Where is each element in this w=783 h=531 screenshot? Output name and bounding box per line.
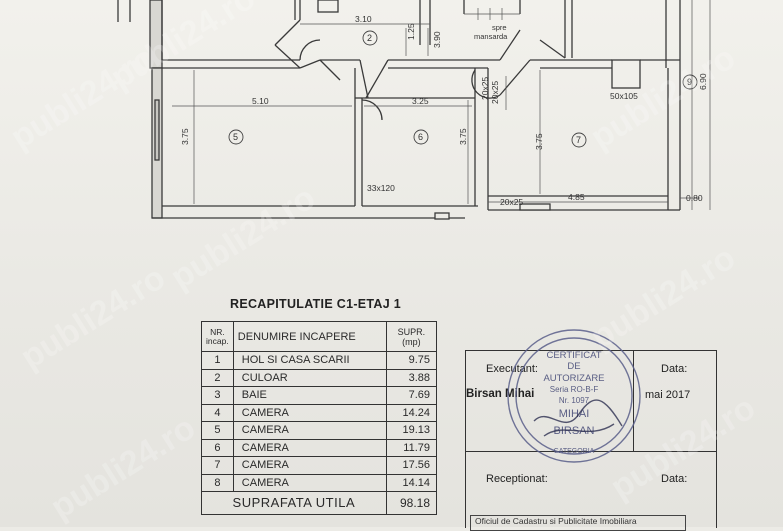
row-name: HOL SI CASA SCARII [232, 351, 387, 370]
row-nr: 4 [201, 403, 234, 422]
row-nr: 6 [201, 438, 234, 457]
stamp-line2: DE [567, 361, 580, 372]
row-nr: 8 [201, 473, 234, 492]
stamp-line4: Seria RO-B-F [550, 385, 599, 394]
row-nr: 7 [201, 456, 234, 475]
plan-dimension-lines [172, 0, 711, 210]
watermark-text-7: publi24.ro [44, 408, 202, 526]
row-area: 14.14 [385, 473, 438, 492]
table-row: 8 CAMERA 14.14 [201, 473, 438, 492]
row-area: 14.24 [385, 403, 438, 422]
row-nr: 5 [201, 421, 234, 440]
row-area: 11.79 [385, 438, 438, 457]
room-number-2: 2 [367, 33, 372, 43]
signature-scribble [533, 399, 623, 437]
row-nr: 3 [201, 386, 234, 405]
table-row: 7 CAMERA 17.56 [201, 456, 438, 475]
table-row: 3 BAIE 7.69 [201, 386, 438, 405]
row-name: CAMERA [232, 403, 387, 422]
dim-50x105: 50x105 [610, 91, 638, 101]
row-area: 19.13 [385, 421, 438, 440]
data-value: mai 2017 [645, 389, 691, 401]
room-number-7: 7 [576, 135, 581, 145]
dim-1-25: 1.25 [406, 23, 416, 40]
dim-20x25-c: 20x25 [480, 77, 490, 100]
room-number-6: 6 [418, 132, 423, 142]
row-name: CAMERA [232, 421, 387, 440]
dim-20x25-a: 20x25 [490, 81, 500, 104]
stamp-line6: MIHAI [559, 408, 590, 420]
office-caption: Oficiul de Cadastru si Publicitate Imobi… [470, 515, 686, 531]
stamp-line5: Nr. 1097 [559, 396, 590, 405]
room-number-9: 9 [687, 77, 692, 87]
dim-0-80: 0.80 [686, 193, 703, 203]
stamp-line1: CERTIFICAT [546, 350, 601, 361]
data2-label: Data: [661, 473, 688, 485]
executant-name: Birsan Mihai [466, 388, 535, 400]
header-nr: NR. incap. [201, 321, 234, 352]
row-nr: 1 [201, 351, 234, 370]
plan-dimension-labels: 3.10 1.25 3.90 5.10 3.25 3.75 3.75 3.75 … [180, 14, 708, 207]
total-label: SUPRAFATA UTILA [201, 491, 387, 515]
table-row: 4 CAMERA 14.24 [201, 403, 438, 422]
header-name: DENUMIRE INCAPERE [232, 321, 387, 352]
row-name: CAMERA [232, 438, 387, 457]
data-label: Data: [661, 363, 688, 375]
label-mansarda-line2: mansarda [474, 32, 508, 41]
stamp-seal: CERTIFICAT DE AUTORIZARE Seria RO-B-F Nr… [507, 329, 641, 463]
row-area: 7.69 [385, 386, 438, 405]
dim-33x120: 33x120 [367, 183, 395, 193]
row-name: BAIE [232, 386, 387, 405]
table-total-row: SUPRAFATA UTILA 98.18 [201, 491, 438, 515]
row-area: 17.56 [385, 456, 438, 475]
dim-3-10: 3.10 [355, 14, 372, 24]
dim-3-75-c: 3.75 [534, 133, 544, 150]
label-mansarda-line1: spre [492, 23, 507, 32]
dim-3-90: 3.90 [432, 31, 442, 48]
room-number-5: 5 [233, 132, 238, 142]
table-header-row: NR. incap. DENUMIRE INCAPERE SUPR. (mp) [201, 321, 438, 352]
table-row: 6 CAMERA 11.79 [201, 438, 438, 457]
stamp-line8: CATEGORIA [554, 448, 595, 455]
dim-3-75-b: 3.75 [458, 128, 468, 145]
table-row: 5 CAMERA 19.13 [201, 421, 438, 440]
total-value: 98.18 [385, 491, 438, 515]
signature-box: Executant: Birsan Mihai Data: mai 2017 R… [465, 350, 717, 528]
recap-table: NR. incap. DENUMIRE INCAPERE SUPR. (mp) … [201, 321, 438, 515]
plan-walls [117, 0, 681, 220]
dim-3-75-a: 3.75 [180, 128, 190, 145]
table-row: 2 CULOAR 3.88 [201, 368, 438, 387]
row-name: CULOAR [232, 368, 387, 387]
signature-divider [633, 351, 634, 451]
receptionat-label: Receptionat: [486, 473, 548, 485]
dim-4-85: 4.85 [568, 192, 585, 202]
row-nr: 2 [201, 368, 234, 387]
floor-plan: 3.10 1.25 3.90 5.10 3.25 3.75 3.75 3.75 … [117, 0, 711, 220]
row-area: 9.75 [385, 351, 438, 370]
dim-5-10: 5.10 [252, 96, 269, 106]
table-row: 1 HOL SI CASA SCARII 9.75 [201, 351, 438, 370]
dim-3-25: 3.25 [412, 96, 429, 106]
row-area: 3.88 [385, 368, 438, 387]
row-name: CAMERA [232, 456, 387, 475]
dim-6-90: 6.90 [698, 73, 708, 90]
row-name: CAMERA [232, 473, 387, 492]
recap-title: RECAPITULATIE C1-ETAJ 1 [230, 297, 402, 311]
header-area: SUPR. (mp) [385, 321, 438, 352]
dim-20x25-b: 20x25 [500, 197, 523, 207]
room-markers: 2 5 6 7 9 [228, 30, 698, 148]
stamp-line3: AUTORIZARE [543, 373, 604, 384]
